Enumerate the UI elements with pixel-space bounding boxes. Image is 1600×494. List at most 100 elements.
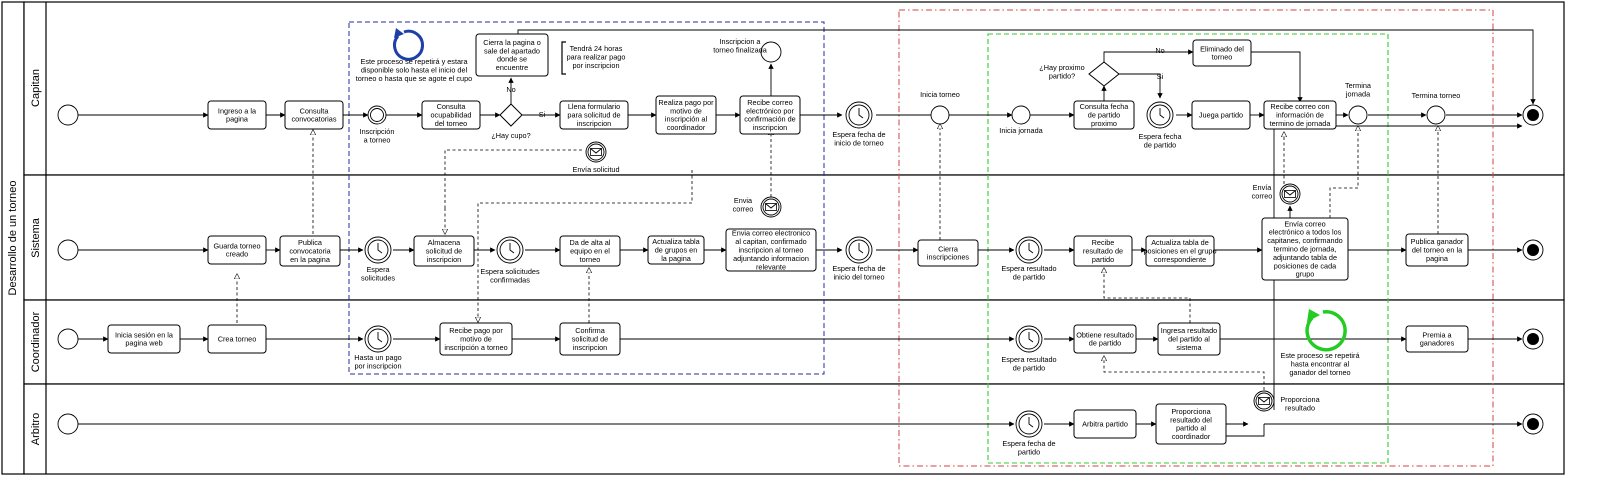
gateways xyxy=(499,61,1120,127)
label-espera-fecha-inicio-sys: Espera fecha de xyxy=(832,264,885,273)
lane-capitan xyxy=(23,1,1565,176)
intermediate-event-inicia-torneo xyxy=(930,105,950,125)
seq-flow xyxy=(1119,73,1163,99)
task-label: motivo de xyxy=(670,106,702,115)
task-label: inscripcion xyxy=(577,119,611,128)
task-label: creado xyxy=(226,250,248,259)
label-espera-fecha-arb: partido xyxy=(1018,447,1040,456)
label-hay-proximo: ¿Hay proximo xyxy=(1039,63,1084,72)
label-espera-fecha-partido-cap: Espera fecha xyxy=(1139,132,1183,141)
label-envia-correo-sys: correo xyxy=(733,204,754,213)
message-flow xyxy=(478,170,693,322)
task-label: del torneo xyxy=(435,119,467,128)
task-label: resultado de xyxy=(1083,247,1123,256)
task-label: Recibe correo con xyxy=(1270,102,1329,111)
task-label: Ingreso a la xyxy=(218,106,257,115)
timer-icon xyxy=(1146,101,1174,129)
timer-icon xyxy=(496,236,524,264)
task-label: inscripción al xyxy=(665,115,708,124)
seq-flow xyxy=(1251,51,1303,103)
label-termina-jornada: jornada xyxy=(1345,89,1371,98)
task-juega: Juega partido xyxy=(1191,100,1251,130)
timer-icon xyxy=(364,236,392,264)
end-event-sistema xyxy=(1522,239,1544,261)
task-label: información de xyxy=(1276,111,1324,120)
task-label: torneo xyxy=(580,255,601,264)
label-espera-resultado-coord: Espera resultado xyxy=(1001,355,1056,364)
task-label: posiciones de cada xyxy=(1274,261,1337,270)
event-termina-jornada xyxy=(1348,105,1368,125)
label-espera-fecha-inicio-cap: Espera fecha de xyxy=(832,130,885,139)
pool-title: Desarrollo de un torneo xyxy=(7,181,19,296)
label-espera-fecha-inicio-cap: inicio de torneo xyxy=(834,138,884,147)
label-envia-correo-sys: Envia xyxy=(734,196,753,205)
task-label: resultado del xyxy=(1170,415,1212,424)
label-termina-jornada: Termina xyxy=(1345,81,1372,90)
task-label: Envia correo electronico xyxy=(732,229,810,238)
message-flow xyxy=(445,149,582,234)
label-envia-correo-sys2: Envía xyxy=(1253,183,1273,192)
task-label: Juega partido xyxy=(1199,111,1243,120)
task-label: adjuntando informacion xyxy=(733,254,809,263)
label-espera-fecha-inicio-sys: inicio del torneo xyxy=(833,272,884,281)
task-label: pagina web xyxy=(125,339,162,348)
task-label: Consulta xyxy=(437,102,467,111)
task-label: Guarda torneo xyxy=(213,241,260,250)
event-termina-torneo xyxy=(1426,105,1446,125)
label-espera-solicitudes: solicitudes xyxy=(361,273,395,282)
task-label: inscripcion xyxy=(427,255,461,264)
envelope-icon xyxy=(1279,183,1301,205)
task-label: Crea torneo xyxy=(218,335,257,344)
task-label: encuentre xyxy=(496,63,528,72)
task-label: Actualiza tabla de xyxy=(1151,238,1209,247)
task-label: Ingresa resultado xyxy=(1161,326,1217,335)
task-label: torneo xyxy=(1212,53,1233,62)
label-espera-confirmadas: confirmadas xyxy=(490,275,530,284)
task-label: inscripcion xyxy=(573,343,607,352)
task-label: adjuntando tabla de xyxy=(1273,253,1337,262)
envelope-icon xyxy=(1253,390,1275,412)
envelope-icon xyxy=(760,196,782,218)
message-events xyxy=(585,141,1301,412)
tasks: Ingreso a lapaginaConsultaconvocatoriasC… xyxy=(107,33,1469,445)
label-tendra-24: Tendrá 24 horas xyxy=(570,44,623,53)
task-label: Consulta xyxy=(300,106,330,115)
task-label: en la pagina xyxy=(290,255,331,264)
intermediate-event-inscripcion xyxy=(367,105,387,125)
intermediate-event-inicia-jornada xyxy=(1011,105,1031,125)
label-no: No xyxy=(506,85,515,94)
loop-icon-blue xyxy=(393,28,424,61)
task-label: relevante xyxy=(756,262,786,271)
task-label: electrónico por xyxy=(746,106,794,115)
task-label: pagina xyxy=(226,115,249,124)
timer-icon xyxy=(1015,410,1043,438)
pool: Desarrollo de un torneo xyxy=(1,1,25,475)
task-label: correspondiente xyxy=(1154,255,1206,264)
task-label: convocatorias xyxy=(291,115,336,124)
task-label: solicitud de xyxy=(572,335,609,344)
task-label: solicitud de xyxy=(426,247,463,256)
end-event-capitan xyxy=(1522,104,1544,126)
seq-flow xyxy=(1226,424,1522,437)
task-label: la pagina xyxy=(661,254,692,263)
lane-title-coordinador: Coordinador xyxy=(30,311,42,372)
task-label: Publica xyxy=(298,238,323,247)
end-event-coordinador xyxy=(1522,328,1544,350)
task-label: Obtiene resultado xyxy=(1076,330,1134,339)
labels: Este proceso se repetirá y estaradisponi… xyxy=(354,37,1460,456)
lane-title-sistema: Sistema xyxy=(30,217,42,258)
label-hay-cupo: ¿Hay cupo? xyxy=(491,131,530,140)
